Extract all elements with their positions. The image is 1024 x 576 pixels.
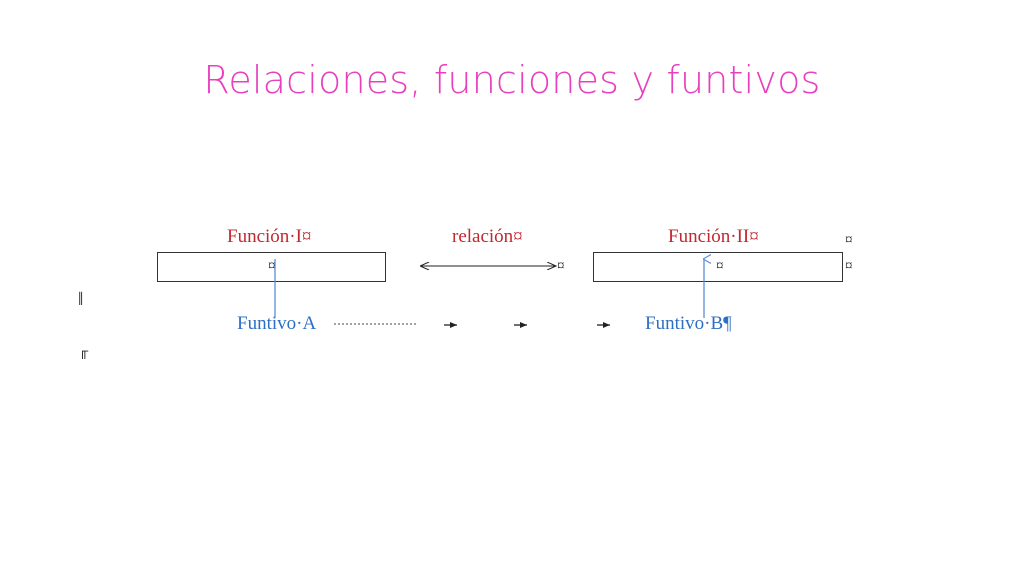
funcion-2-label: Función·II¤	[668, 226, 759, 247]
row-end-mark-2: ¤	[845, 258, 853, 274]
funcion-1-box	[157, 252, 386, 282]
slide-title: Relaciones, funciones y funtivos	[203, 58, 821, 102]
row-end-mark-1: ¤	[845, 232, 853, 248]
funcion-2-box	[593, 252, 843, 282]
margin-mark-1: ‖	[78, 289, 84, 310]
cell-mark-3: ¤	[716, 258, 724, 274]
funcion-1-label: Función·I¤	[227, 226, 312, 247]
funtivo-a-label: Funtivo·A	[237, 313, 317, 334]
margin-mark-2: ╓	[79, 343, 89, 358]
funtivo-b-label: Funtivo·B¶	[645, 313, 732, 334]
cell-mark-2: ¤	[557, 258, 565, 274]
relacion-label: relación¤	[452, 226, 523, 247]
cell-mark-1: ¤	[268, 258, 276, 274]
